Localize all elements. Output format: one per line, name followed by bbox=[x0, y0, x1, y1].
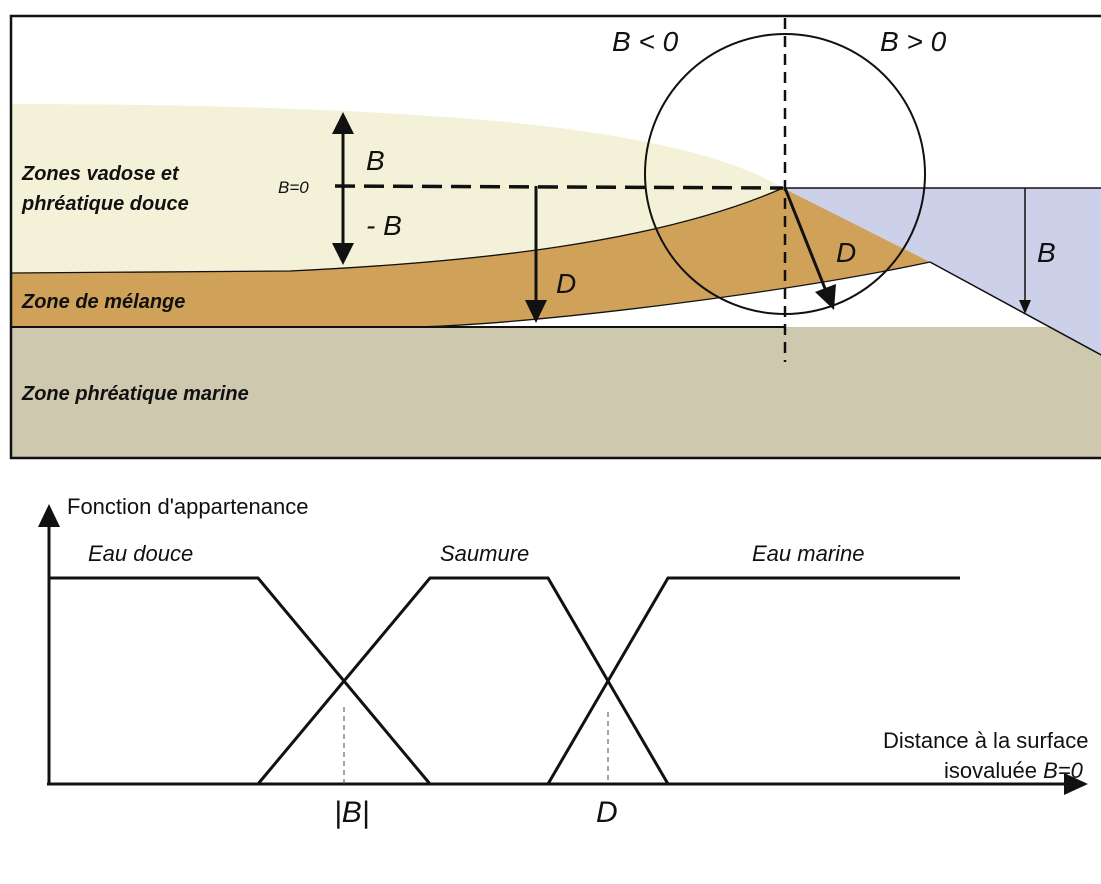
b-positive-label: B > 0 bbox=[880, 26, 947, 57]
x-tick-d: D bbox=[596, 796, 618, 829]
b-sea-label: B bbox=[1037, 237, 1056, 268]
fresh-water-label: Eau douce bbox=[88, 541, 193, 566]
membership-chart: Fonction d'appartenance Eau douce Saumur… bbox=[38, 494, 1088, 829]
vadose-zone-label-line2: phréatique douce bbox=[21, 193, 189, 215]
cross-section: B < 0 B > 0 Zones vadose et phréatique d… bbox=[11, 16, 1101, 458]
sea-water-label: Eau marine bbox=[752, 541, 865, 566]
y-axis-arrowhead bbox=[38, 504, 60, 527]
x-axis-label-line2: isovaluée B=0 bbox=[944, 758, 1084, 783]
b-zero-label: B=0 bbox=[278, 178, 309, 197]
b-down-label: - B bbox=[366, 210, 402, 241]
mixing-zone-label: Zone de mélange bbox=[21, 291, 185, 313]
sea-water-membership-curve bbox=[548, 578, 960, 784]
b-up-label: B bbox=[366, 145, 385, 176]
b-negative-label: B < 0 bbox=[612, 26, 679, 57]
y-axis-label: Fonction d'appartenance bbox=[67, 494, 308, 519]
d-circle-label: D bbox=[836, 237, 856, 268]
x-tick-abs-b: |B| bbox=[334, 796, 370, 829]
vadose-zone-label-line1: Zones vadose et bbox=[21, 163, 180, 185]
fresh-water-membership-curve bbox=[49, 578, 430, 784]
brine-label: Saumure bbox=[440, 541, 529, 566]
d-left-label: D bbox=[556, 268, 576, 299]
marine-zone-label: Zone phréatique marine bbox=[21, 383, 249, 405]
x-axis-label-line1: Distance à la surface bbox=[883, 728, 1088, 753]
